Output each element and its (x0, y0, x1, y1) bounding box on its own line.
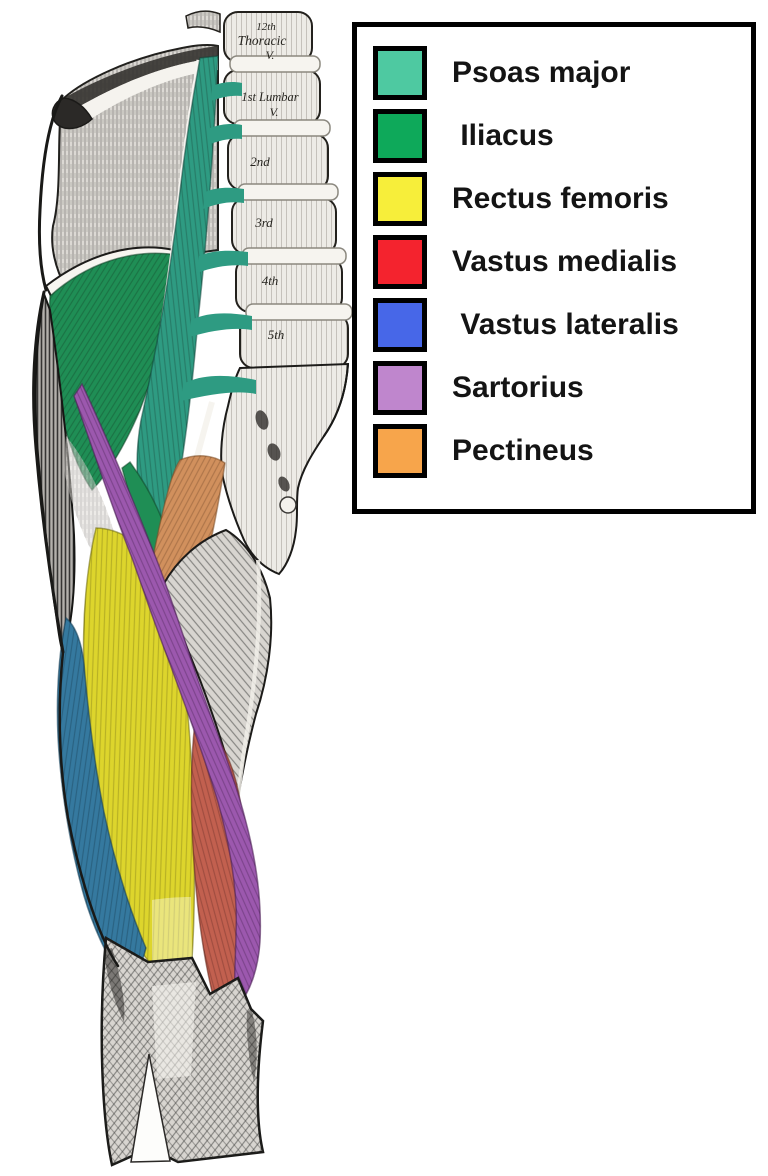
legend-swatch-vastus-medialis (373, 234, 427, 289)
arcuate-hook (51, 97, 93, 130)
vertebral-column (223, 11, 353, 369)
vastus-lateralis-fibers (57, 618, 146, 987)
vertebra-label-l2: 2nd (250, 154, 270, 169)
sacrum-pelvis (220, 362, 350, 576)
legend-swatch-rectus-femoris (373, 171, 427, 226)
pubic-tubercle (279, 496, 297, 514)
psoas-fascicles (181, 82, 256, 401)
legend-item-vastus-lateralis: Vastus lateralis (373, 293, 751, 356)
vertebra-l2 (227, 133, 329, 191)
legend-item-psoas-major: Psoas major (373, 41, 751, 104)
knee-shadow-left (104, 948, 125, 1022)
legend: Psoas major Iliacus Rectus femoris Vastu… (352, 22, 756, 514)
vertebra-labels: 12th Thoracic V. 1st Lumbar V. 2nd 3rd 4… (238, 21, 299, 342)
sacral-foramen (255, 410, 269, 430)
legend-label-rectus-femoris: Rectus femoris (452, 181, 669, 215)
legend-item-vastus-medialis: Vastus medialis (373, 230, 751, 293)
body-contours (32, 94, 349, 968)
sacrum (220, 362, 350, 576)
vertebra-label-thoracic: Thoracic (238, 33, 287, 48)
diaphragm-arch-shadow (64, 46, 218, 112)
vertebra-label-l3: 3rd (254, 215, 273, 230)
psoas-major-fibers (136, 56, 218, 564)
vertebra-l5 (239, 313, 349, 369)
rib-stub (185, 10, 221, 34)
sacral-foramen (267, 443, 281, 461)
iliacus-fibers (49, 253, 177, 490)
legend-label-psoas-major: Psoas major (452, 55, 631, 89)
legend-item-iliacus: Iliacus (373, 104, 751, 167)
legend-swatch-iliacus (373, 108, 427, 163)
vertebra-label-l5: 5th (268, 327, 285, 342)
legend-label-vastus-medialis: Vastus medialis (452, 244, 678, 278)
vertebra-label-t12-v: V. (266, 48, 275, 62)
knee-region (100, 935, 265, 1167)
legend-swatch-pectineus (373, 423, 427, 478)
adductor-separation-highlight (236, 559, 262, 797)
legend-item-sartorius: Sartorius (373, 356, 751, 419)
vertebra-label-l1: 1st Lumbar (241, 90, 298, 104)
calf-separation-notch (130, 1053, 171, 1163)
patellar-ligament (152, 982, 196, 1079)
legend-swatch-sartorius (373, 360, 427, 415)
legend-label-vastus-lateralis: Vastus lateralis (452, 307, 679, 341)
vertebra-label-l4: 4th (262, 273, 279, 288)
sartorius-fibers (74, 384, 261, 1006)
knee-shadow-right (246, 1009, 257, 1082)
legend-label-sartorius: Sartorius (452, 370, 584, 404)
pectineus-fibers (148, 455, 225, 616)
vertebra-l3 (231, 197, 337, 255)
sacral-foramen (278, 476, 290, 492)
vertebra-label-t12: 12th (256, 21, 276, 33)
legend-item-rectus-femoris: Rectus femoris (373, 167, 751, 230)
legend-label-pectineus: Pectineus (452, 433, 594, 467)
legend-swatch-vastus-lateralis (373, 297, 427, 352)
legend-label-iliacus: Iliacus (452, 118, 554, 152)
quadriceps-tendon-highlight (152, 897, 192, 961)
diaphragm-arch-highlight (70, 58, 218, 126)
legend-item-pectineus: Pectineus (373, 419, 751, 482)
vertebra-label-l1-v: V. (270, 105, 279, 119)
legend-swatch-psoas-major (373, 45, 427, 100)
